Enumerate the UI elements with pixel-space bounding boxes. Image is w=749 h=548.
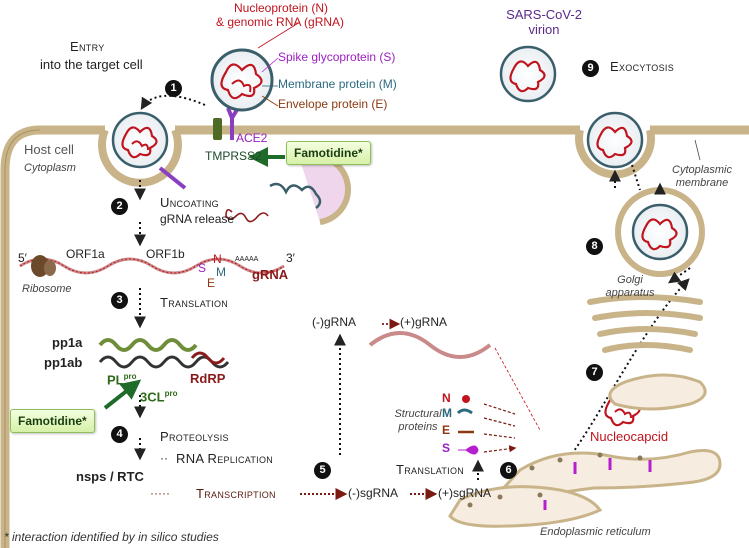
label-nsps: nsps / RTC [76, 469, 144, 484]
host-cell-membrane [0, 125, 41, 548]
endoplasmic-reticulum [448, 373, 722, 528]
tmprss2-receptor [213, 118, 222, 140]
m-protein-icon [456, 408, 473, 415]
step-9-badge: 9 [582, 60, 599, 77]
label-orf1a: ORF1a [66, 247, 105, 261]
famotidine-box-bottom: Famotidine* [10, 409, 95, 433]
label-orf1b: ORF1b [146, 247, 185, 261]
label-3cl-text: 3CL [140, 389, 165, 405]
label-cytoplasmic-membrane: Cytoplasmic membrane [672, 164, 732, 189]
footnote: * interaction identified by in silico st… [4, 530, 219, 544]
label-dots-replication: ·· [160, 451, 168, 465]
uncoating-capsid [298, 153, 352, 225]
label-nucleocapsid: Nucleocapcid [590, 429, 669, 444]
label-host-cell: Host cell [24, 142, 74, 157]
replication-rna [368, 331, 492, 359]
label-pp1ab: pp1ab [44, 355, 83, 370]
label-gene-e: E [207, 276, 216, 290]
label-translation-2: Translation [396, 462, 465, 477]
label-neg-grna: (-)gRNA [312, 315, 356, 329]
label-pl-sup: pro [123, 372, 137, 381]
released-virion [499, 45, 557, 103]
golgi-apparatus [587, 294, 703, 353]
label-dots-transcription: ····· [150, 486, 170, 500]
label-three-prime: 3′ [286, 251, 295, 265]
step-8-badge: 8 [586, 238, 603, 255]
step-6-badge: 6 [500, 462, 517, 479]
label-genomic-rna: & genomic RNA (gRNA) [216, 15, 345, 30]
label-translation: Translation [160, 295, 229, 310]
label-spike: Spike glycoprotein (S) [278, 50, 396, 64]
label-pl-pro: PLpro [107, 372, 137, 388]
label-rdrp: RdRP [190, 371, 226, 386]
step-1-badge: 1 [165, 80, 182, 97]
label-virion: SARS-CoV-2 virion [506, 7, 582, 37]
label-proteolysis: Proteolysis [160, 429, 229, 444]
exocytosis-virion [586, 111, 644, 169]
label-membrane: Membrane protein (M) [278, 77, 397, 91]
step-4-badge: 4 [111, 426, 128, 443]
step-5-badge: 5 [314, 462, 331, 479]
label-sp-n: N [442, 391, 451, 405]
label-3cl-pro: 3CLpro [140, 389, 177, 405]
label-sp-s: S [442, 441, 451, 455]
label-nucleoprotein: Nucleoprotein (N) [234, 1, 329, 15]
label-3cl-sup: pro [164, 389, 178, 398]
label-entry-sub: into the target cell [40, 57, 143, 72]
label-five-prime: 5′ [18, 251, 27, 265]
s-protein-icon [458, 445, 479, 455]
label-uncoating: Uncoating [160, 195, 219, 210]
label-tmprss2: TMPRSS2 [205, 149, 262, 163]
ribosome-icon [31, 255, 49, 277]
label-poly-a: AAAAA [235, 256, 259, 263]
label-sp-m: M [442, 406, 452, 420]
label-gene-m: M [216, 265, 226, 279]
famotidine-box-top: Famotidine* [286, 141, 371, 165]
label-sp-e: E [442, 423, 451, 437]
label-pos-sgrna: (+)sgRNA [438, 486, 492, 500]
label-golgi: Golgi apparatus [605, 274, 655, 299]
label-er: Endoplasmic reticulum [540, 526, 651, 538]
label-structural-proteins: Structural proteins [394, 408, 442, 433]
step-2-badge: 2 [111, 198, 128, 215]
label-grna-release: gRNA release [160, 212, 235, 226]
free-virion [210, 48, 274, 112]
label-transcription: Transcription [196, 486, 276, 501]
label-gene-s: S [198, 261, 207, 275]
label-gene-n: N [213, 252, 222, 266]
label-entry: Entry [70, 39, 105, 54]
label-pl-text: PL [107, 372, 124, 388]
label-cytoplasm: Cytoplasm [24, 162, 76, 174]
label-pos-grna: (+)gRNA [400, 315, 448, 329]
entering-virion [111, 111, 169, 169]
label-rna-replication: RNA Replication [176, 451, 274, 466]
label-ace2: ACE2 [236, 131, 268, 145]
label-envelope: Envelope protein (E) [278, 97, 388, 111]
label-neg-sgrna: (-)sgRNA [348, 486, 398, 500]
n-protein-icon [462, 395, 470, 403]
step-3-badge: 3 [111, 292, 128, 309]
pp1a-chain [98, 338, 198, 352]
label-pp1a: pp1a [52, 335, 83, 350]
step-7-badge: 7 [586, 364, 603, 381]
label-genomic-rna-text: & genomic RNA (gRNA) [216, 15, 345, 29]
label-grna: gRNA [252, 267, 289, 282]
label-exocytosis: Exocytosis [610, 59, 675, 74]
label-ribosome: Ribosome [22, 283, 72, 295]
